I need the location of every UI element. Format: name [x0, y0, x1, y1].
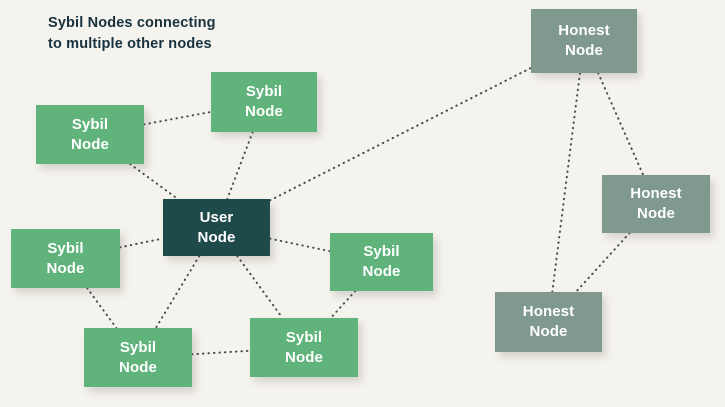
node-label-line1: Sybil: [245, 83, 283, 101]
node-label-line2: Node: [245, 103, 283, 120]
diagram-title: Sybil Nodes connecting to multiple other…: [48, 15, 216, 52]
node-label-line1: Sybil: [71, 115, 109, 133]
node-label-line2: Node: [197, 228, 236, 246]
node-label-line2: Node: [71, 135, 109, 153]
node-label-line1: Honest: [522, 303, 575, 321]
node-label-line2: Node: [637, 205, 675, 222]
node-label-line2: Node: [565, 42, 603, 59]
node-label-line1: Sybil: [285, 328, 323, 346]
node-label-line1: Sybil: [119, 338, 157, 356]
node-label-line1: Honest: [630, 185, 682, 203]
node-label-line1: Sybil: [363, 243, 400, 261]
node-label-line2: Node: [362, 263, 401, 280]
node-label-line2: Node: [285, 348, 323, 366]
node-label-line1: Sybil: [47, 239, 84, 257]
node-label-line2: Node: [119, 358, 157, 376]
node-label-line1: User: [199, 208, 234, 226]
node-label-line2: Node: [46, 259, 85, 277]
node-label-line1: Honest: [558, 22, 610, 40]
node-label-line2: Node: [529, 323, 568, 340]
